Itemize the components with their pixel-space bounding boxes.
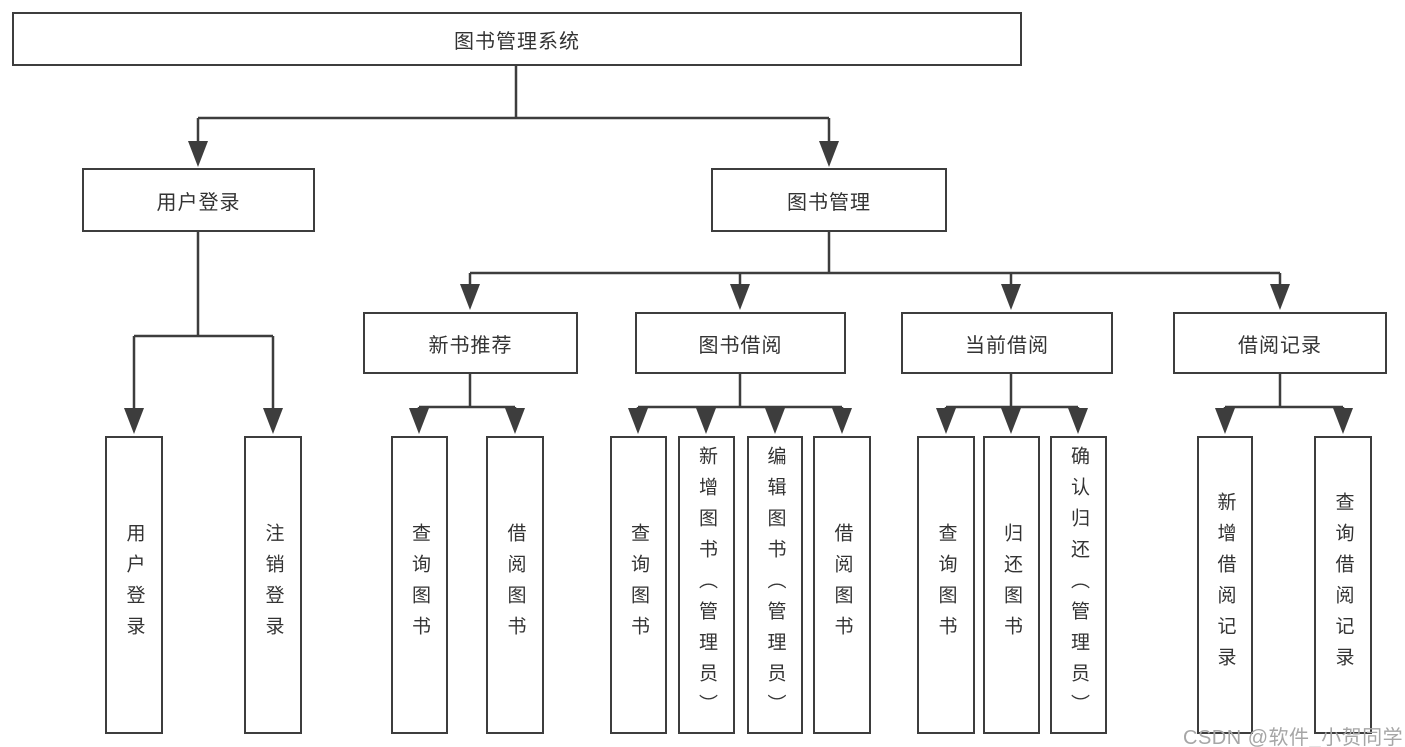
leaf-label: 归还图书	[1001, 523, 1022, 647]
leaf-user-login: 用户登录	[105, 436, 163, 734]
node-label: 当前借阅	[965, 334, 1049, 357]
node-new-book-recommend: 新书推荐	[363, 312, 578, 374]
arrowhead-icons	[124, 141, 1353, 434]
leaf-query-borrow-record: 查询借阅记录	[1314, 436, 1372, 734]
node-current-borrow: 当前借阅	[901, 312, 1113, 374]
leaf-query-books-recommend: 查询图书	[391, 436, 448, 734]
leaf-label: 查询图书	[935, 523, 957, 647]
leaf-add-book-admin: 新增图书（管理员）	[678, 436, 735, 734]
node-label: 图书借阅	[698, 334, 783, 357]
node-borrow-records: 借阅记录	[1173, 312, 1387, 374]
leaf-query-books-current: 查询图书	[917, 436, 975, 734]
leaf-label: 用户登录	[123, 523, 145, 647]
leaf-return-book: 归还图书	[983, 436, 1040, 734]
leaf-label: 查询图书	[409, 523, 430, 647]
leaf-borrow-books: 借阅图书	[813, 436, 871, 734]
node-label: 借阅记录	[1238, 334, 1322, 357]
node-book-borrow: 图书借阅	[635, 312, 846, 374]
leaf-query-books-borrow: 查询图书	[610, 436, 667, 734]
node-label: 新书推荐	[428, 334, 513, 357]
leaf-edit-book-admin: 编辑图书（管理员）	[747, 436, 803, 734]
leaf-label: 确认归还（管理员）	[1068, 445, 1089, 725]
node-label: 图书管理系统	[454, 30, 580, 53]
leaf-label: 新增借阅记录	[1214, 492, 1236, 678]
leaf-label: 注销登录	[262, 523, 284, 647]
leaf-label: 查询图书	[628, 523, 649, 647]
leaf-label: 编辑图书（管理员）	[764, 445, 786, 725]
node-label: 用户登录	[156, 191, 241, 214]
leaf-label: 查询借阅记录	[1332, 492, 1354, 678]
leaf-borrow-books-recommend: 借阅图书	[486, 436, 544, 734]
node-user-login-branch: 用户登录	[82, 168, 315, 232]
leaf-label: 借阅图书	[831, 523, 853, 647]
leaf-label: 借阅图书	[504, 523, 526, 647]
node-label: 图书管理	[787, 191, 871, 214]
watermark: CSDN @软件_小贺同学	[1183, 727, 1404, 747]
leaf-logout: 注销登录	[244, 436, 302, 734]
leaf-confirm-return-admin: 确认归还（管理员）	[1050, 436, 1107, 734]
node-system-root: 图书管理系统	[12, 12, 1022, 66]
node-book-management: 图书管理	[711, 168, 947, 232]
leaf-add-borrow-record: 新增借阅记录	[1197, 436, 1253, 734]
leaf-label: 新增图书（管理员）	[696, 445, 717, 725]
